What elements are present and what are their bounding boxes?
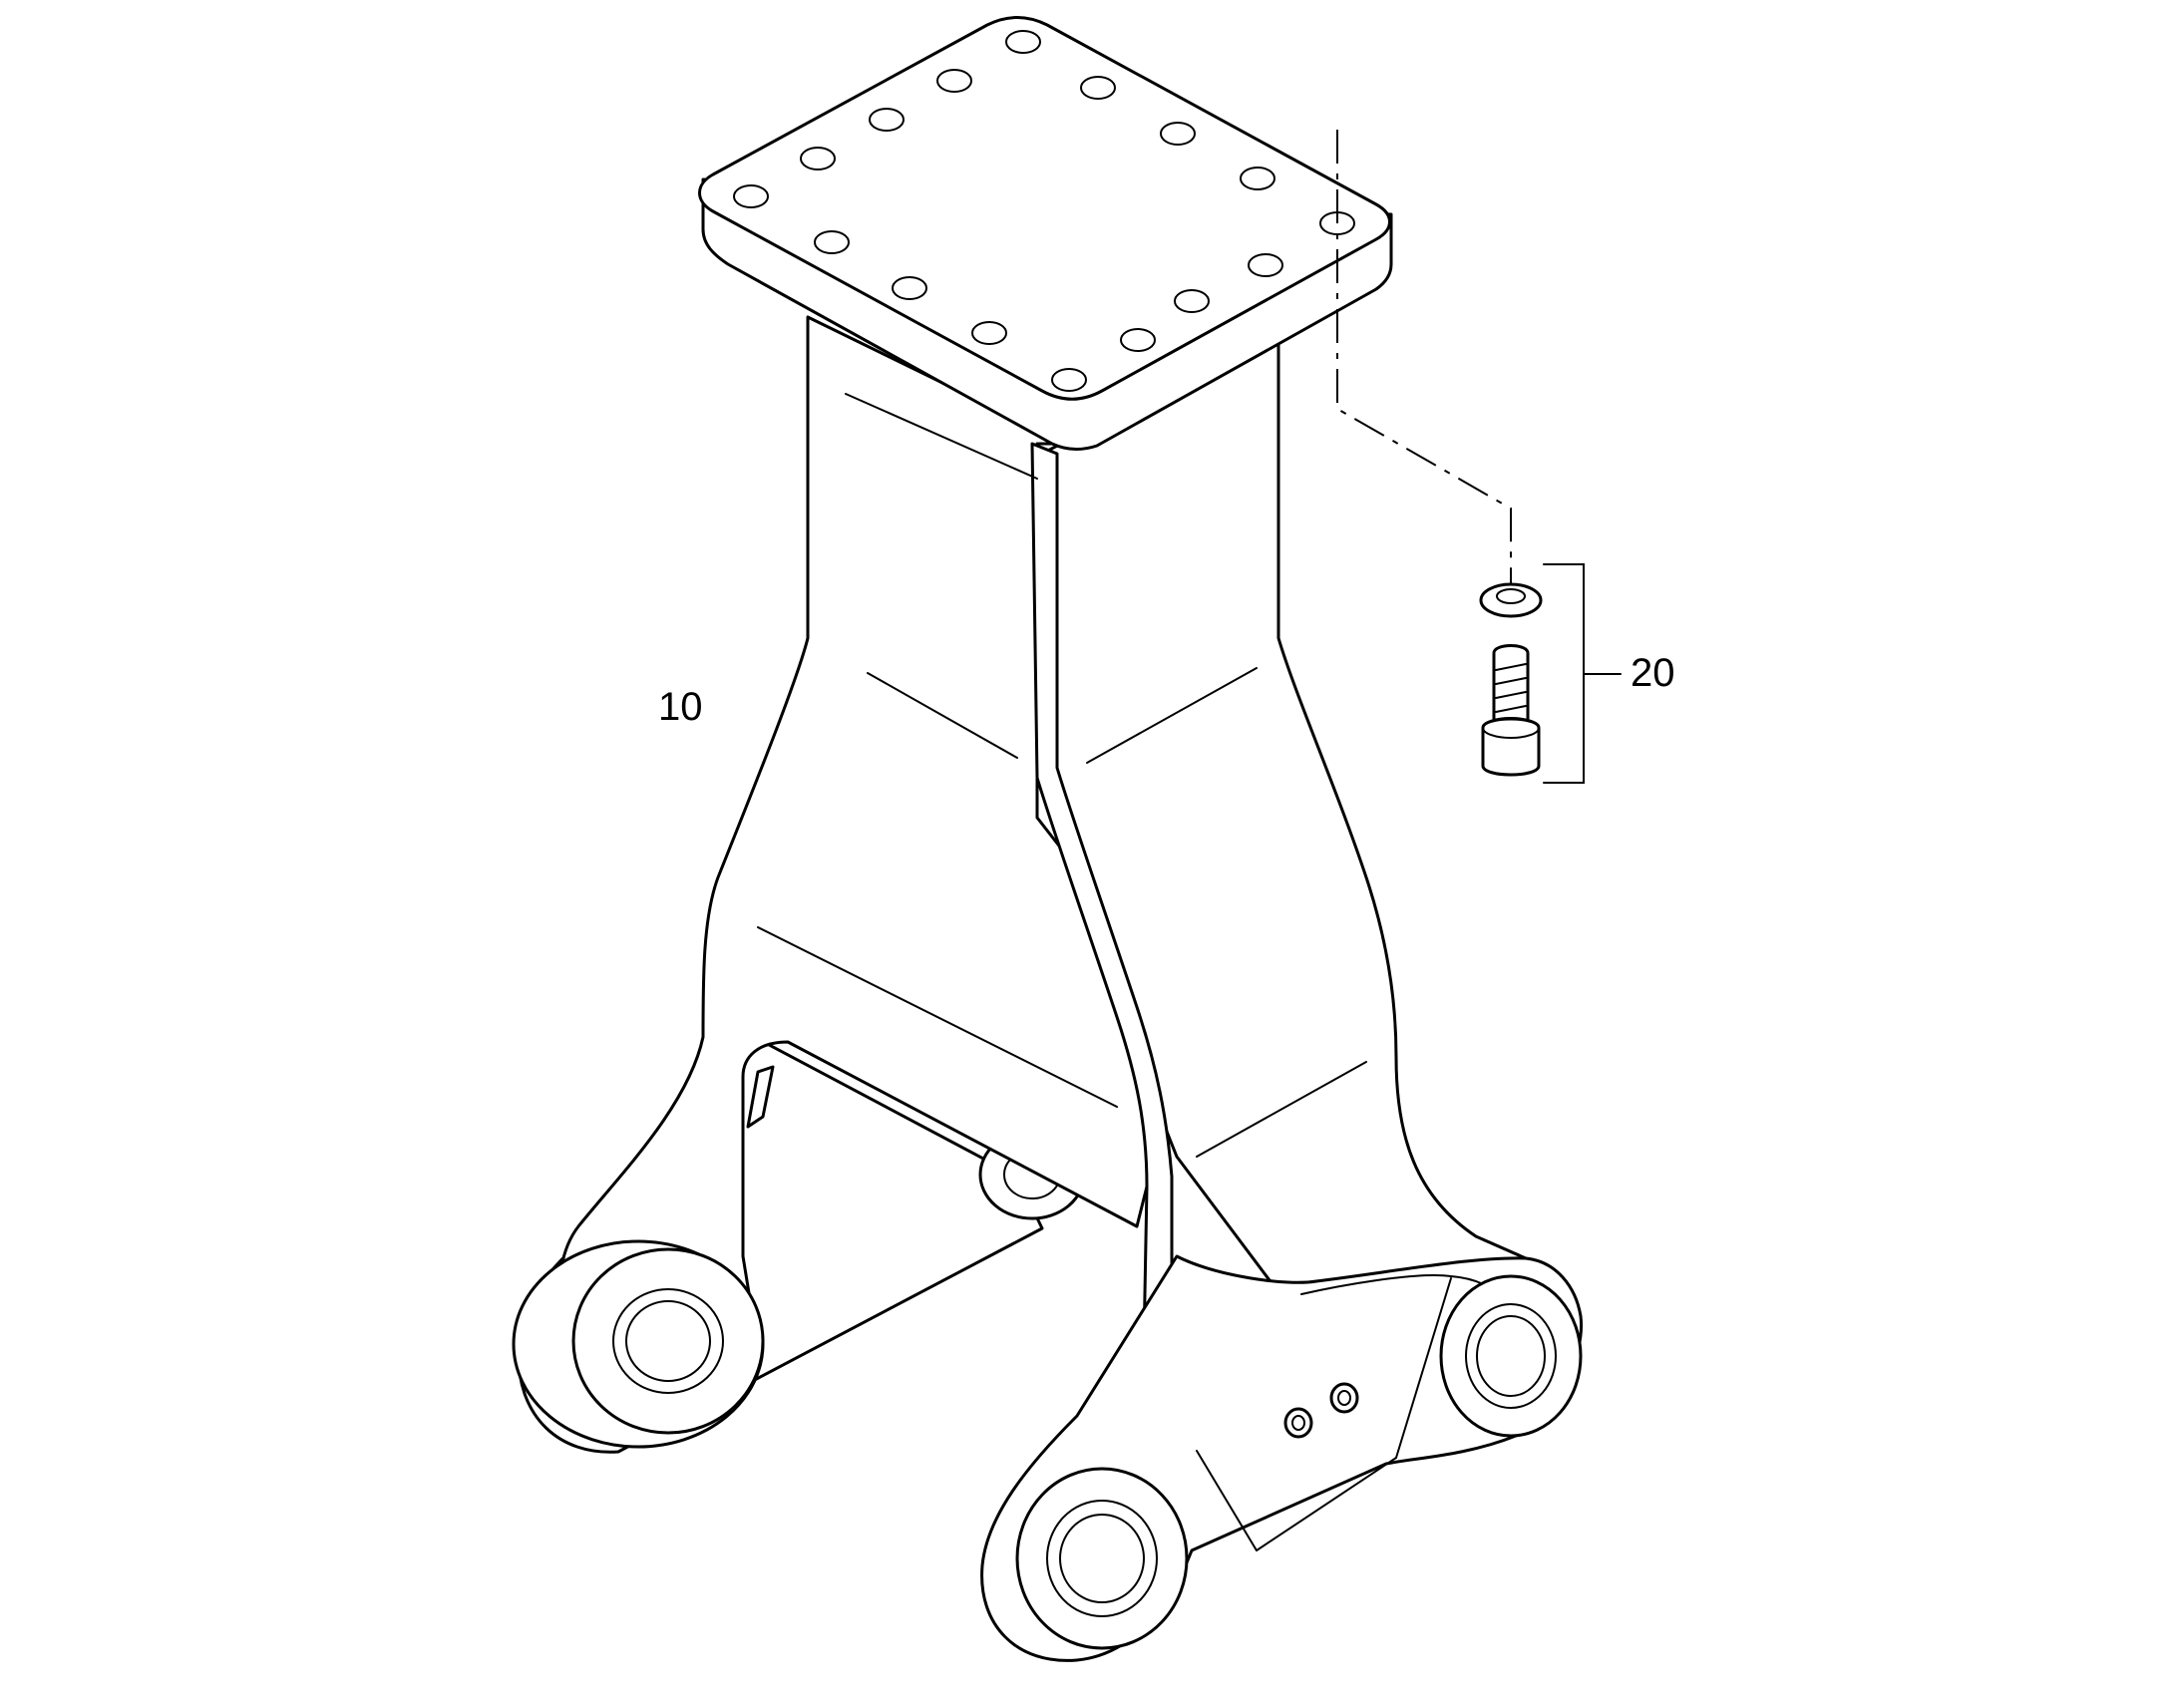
grease-nipple-icon [1283,1407,1313,1439]
mounting-plate-top [698,16,1391,401]
callout-bracket-20 [1543,563,1622,784]
callout-label-10: 10 [658,685,703,729]
callout-label-20: 20 [1631,651,1675,695]
fastener-set-20 [1479,563,1622,784]
washer-icon [1479,582,1543,618]
plate-bolt-holes [733,30,1355,392]
assembly-centerline [1336,130,1512,598]
bracket-left-leg [557,315,1179,1418]
grease-nipple-icon [1329,1382,1359,1414]
bracket-part-10 [512,16,1584,1662]
